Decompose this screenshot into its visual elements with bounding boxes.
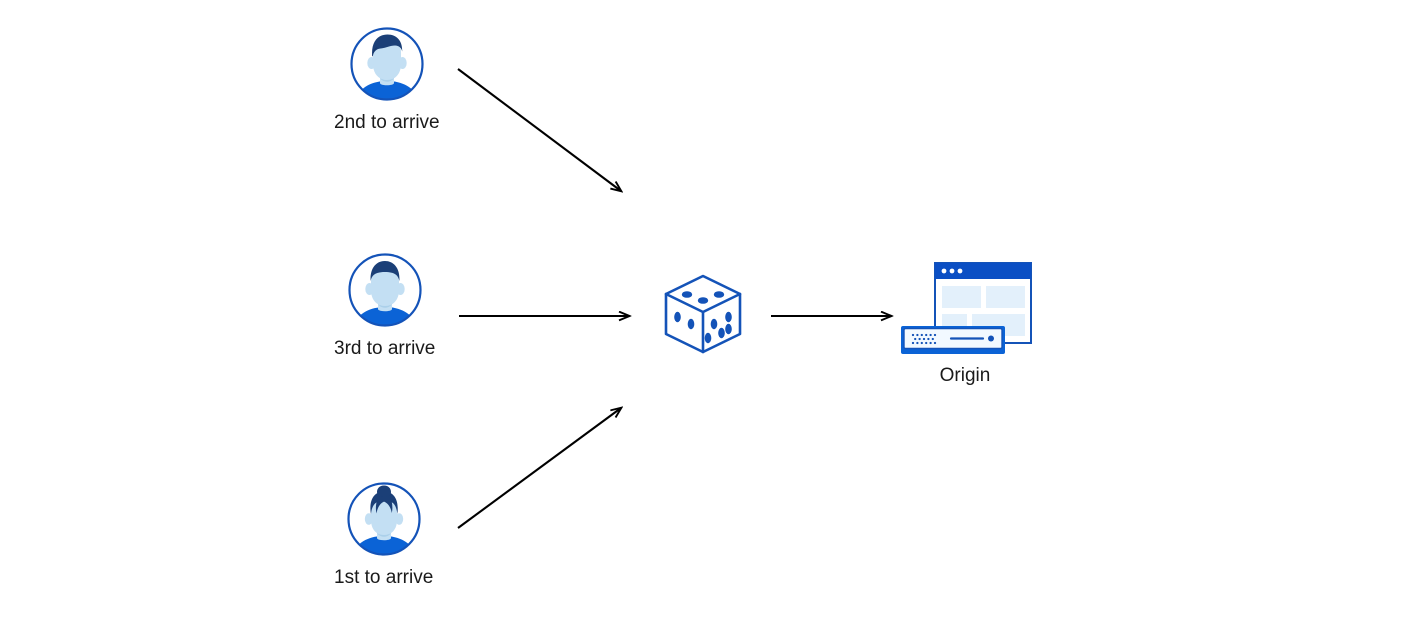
avatar-icon xyxy=(347,252,423,328)
node-label-user-3rd: 3rd to arrive xyxy=(334,338,436,359)
avatar-icon xyxy=(346,481,422,557)
dice-icon xyxy=(657,268,749,360)
node-label-user-2nd: 2nd to arrive xyxy=(334,112,440,133)
avatar-icon xyxy=(349,26,425,102)
arrow-1st-to-dice xyxy=(457,408,621,529)
origin-server-icon xyxy=(895,258,1035,358)
server-box-glyph xyxy=(901,326,1005,354)
arrow-2nd-to-dice xyxy=(457,68,621,191)
node-user-3rd[interactable]: 3rd to arrive xyxy=(334,252,435,361)
node-label-origin: Origin xyxy=(939,365,991,386)
node-origin[interactable]: Origin xyxy=(895,258,1035,388)
node-dice[interactable] xyxy=(657,268,749,360)
node-label-user-1st: 1st to arrive xyxy=(334,567,434,588)
node-user-1st[interactable]: 1st to arrive xyxy=(334,481,433,590)
node-user-2nd[interactable]: 2nd to arrive xyxy=(334,26,440,135)
